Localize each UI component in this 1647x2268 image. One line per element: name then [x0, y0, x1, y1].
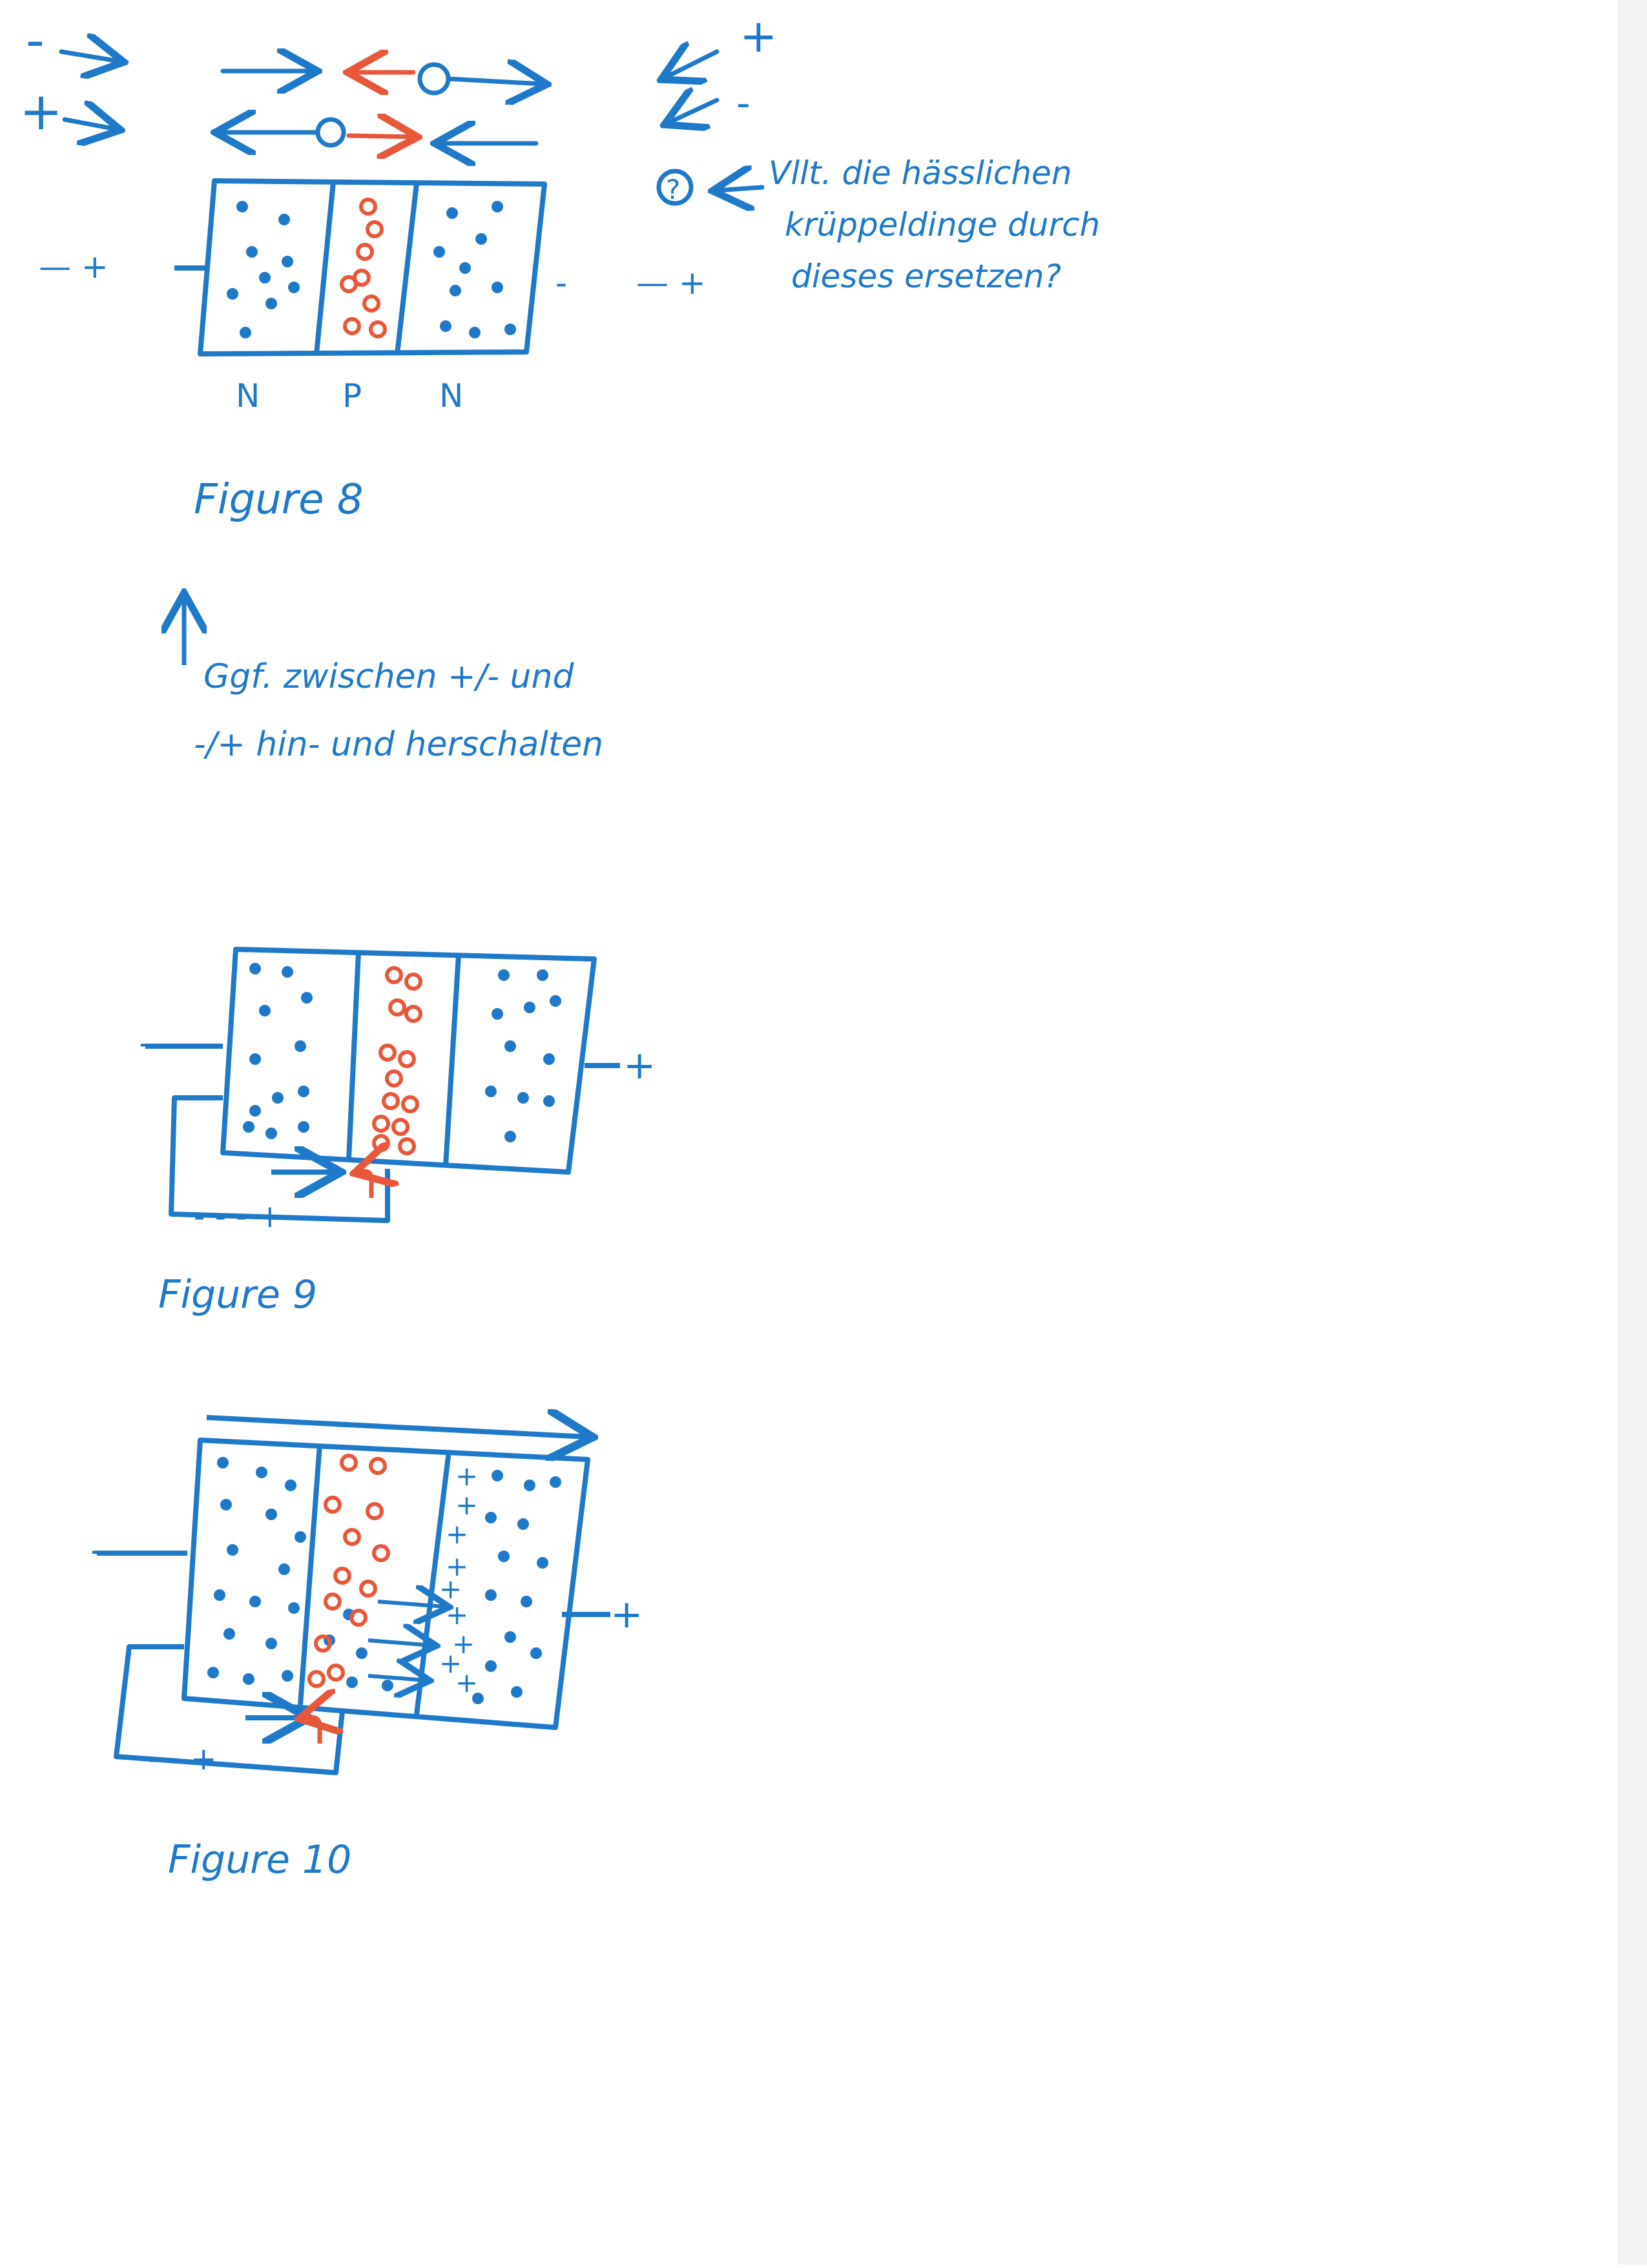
- figure10-caption: Figure 10: [168, 1837, 351, 1882]
- figure8-right-terminal: -: [555, 264, 567, 302]
- figure8-diagram: [174, 178, 547, 356]
- figure9-dots: [243, 963, 561, 1142]
- legend-row1-sign: -: [26, 10, 45, 70]
- side-note: Vllt. die hässlichen krüppeldinge durch …: [769, 154, 1100, 295]
- figure10-red-curve-icon: [304, 1717, 320, 1744]
- figure9-outline: [220, 947, 597, 1175]
- figure8-region-p: P: [342, 377, 362, 415]
- figure10-outline: [181, 1438, 590, 1730]
- svg-text:+: +: [439, 1573, 462, 1605]
- figure10-holes: [307, 1454, 390, 1688]
- svg-text:+: +: [439, 1647, 462, 1679]
- top-legend: - + + - ?: [19, 10, 778, 205]
- pointer-arrow-icon: [717, 187, 765, 191]
- figure9-caption: Figure 9: [158, 1272, 317, 1317]
- figure8-dots: [227, 201, 516, 338]
- electron-symbol-top-icon: [417, 62, 451, 96]
- figure8-outline: [198, 178, 547, 356]
- figure10-labels: - + - - + Figure 10: [90, 1527, 643, 1882]
- figure8-divider-1: [314, 181, 336, 355]
- svg-text:+: +: [455, 1489, 478, 1521]
- figure10-inner-arrow-3-icon: [368, 1676, 426, 1680]
- small-minus-label: -: [736, 81, 751, 126]
- figure9-right-terminal: +: [623, 1043, 656, 1088]
- figure8-holes: [340, 198, 387, 338]
- figure9-diagram: [145, 947, 620, 1223]
- note-line-2: krüppeldinge durch: [785, 206, 1100, 243]
- figure9-holes: [372, 966, 422, 1155]
- figure8-note: Ggf. zwischen +/- und -/+ hin- und hersc…: [184, 597, 603, 764]
- figure10-diagram: [97, 1418, 610, 1775]
- figure8-region-n-right: N: [439, 377, 463, 415]
- small-plus-label: +: [740, 10, 778, 63]
- figure10-top-arrow-icon: [206, 1418, 588, 1437]
- figure9-labels: — + - - - + Figure 9: [139, 1020, 656, 1317]
- figure9-loop: [169, 1095, 390, 1223]
- figure8-labels: — + - — + N P N Figure 8: [39, 248, 706, 524]
- figure9-loop-label: - - - +: [194, 1199, 283, 1235]
- figure8-region-n-left: N: [236, 377, 260, 415]
- figure10-divider-1: [298, 1444, 322, 1706]
- svg-text:+: +: [446, 1551, 468, 1582]
- legend-row1-arrow-icon: [59, 52, 119, 61]
- figure9-left-terminal: —: [139, 1020, 178, 1066]
- figure8-caption: Figure 8: [194, 476, 364, 524]
- figure10-right-terminal: +: [610, 1592, 643, 1637]
- figure10-inner-arrow-2-icon: [368, 1640, 433, 1645]
- figure8-left-terminal: — +: [39, 248, 109, 285]
- svg-text:+: +: [446, 1599, 468, 1631]
- svg-text:+: +: [455, 1460, 478, 1492]
- arrow-right-2-icon: [446, 79, 543, 84]
- figure9-divider-2: [443, 954, 461, 1166]
- figure10-left-terminal: -: [90, 1527, 105, 1572]
- figure10-plus-marks: + + + + + + + + +: [439, 1460, 478, 1698]
- arrow-red-right-icon: [346, 136, 413, 137]
- figure8-far-right-terminal: — +: [636, 264, 706, 302]
- svg-text:+: +: [455, 1667, 478, 1698]
- question-circle-icon: [656, 169, 694, 206]
- small-arrow-plus-icon: [665, 52, 720, 77]
- note-line-1: Vllt. die hässlichen: [769, 154, 1072, 192]
- figure10-dots: [207, 1457, 561, 1704]
- paper-edge: [1618, 0, 1647, 2265]
- figure9-divider-1: [346, 951, 361, 1160]
- svg-text:+: +: [446, 1518, 468, 1550]
- svg-text:+: +: [452, 1628, 475, 1660]
- figure8-note-line-1: Ggf. zwischen +/- und: [203, 657, 574, 696]
- note-line-3: dieses ersetzen?: [791, 258, 1061, 295]
- figure8-divider-2: [395, 183, 419, 355]
- figure10-loop: [114, 1644, 345, 1775]
- figure10-loop-label: - - +: [149, 1741, 216, 1777]
- figure9-red-curve-icon: [358, 1171, 371, 1198]
- legend-row2-arrow-icon: [62, 119, 116, 129]
- hole-symbol-top-icon: [315, 117, 346, 148]
- figure10-inner-arrow-1-icon: [377, 1602, 446, 1607]
- small-arrow-minus-icon: [668, 100, 720, 123]
- legend-row2-sign: +: [19, 81, 63, 141]
- question-symbol: ?: [666, 174, 680, 205]
- figure8-note-line-2: -/+ hin- und herschalten: [194, 725, 603, 764]
